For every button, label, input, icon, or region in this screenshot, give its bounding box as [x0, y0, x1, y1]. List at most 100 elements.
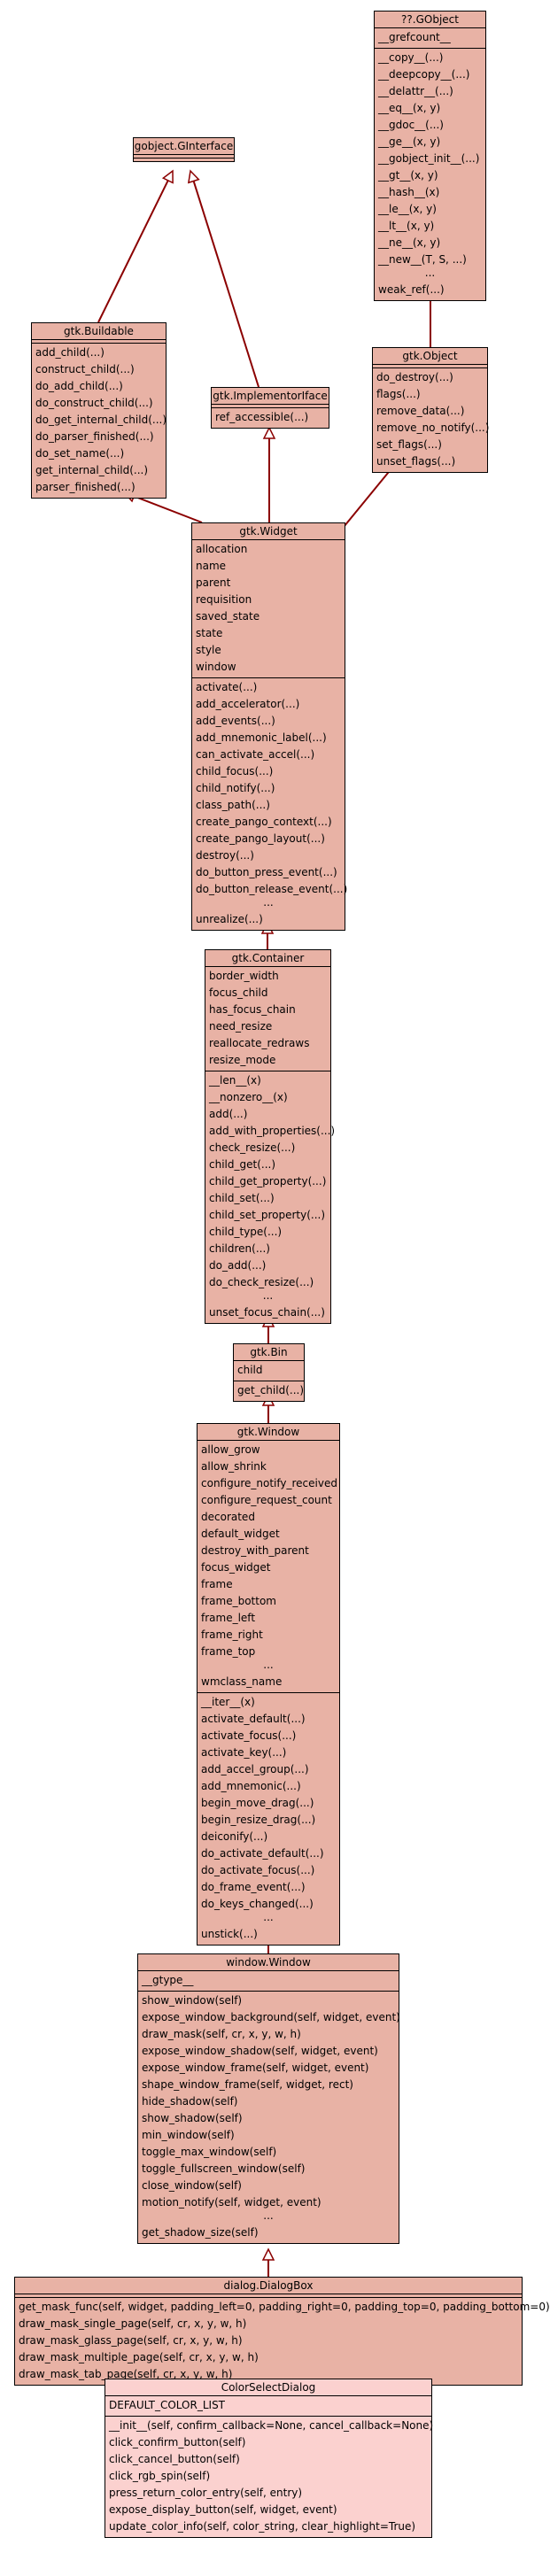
methods-section: ref_accessible(...)	[212, 408, 329, 428]
method-row: add_mnemonic_label(...)	[196, 731, 327, 744]
attribute-row: destroy_with_parent	[201, 1544, 309, 1557]
method-row: add_events(...)	[196, 715, 275, 727]
method-row: expose_window_frame(self, widget, event)	[142, 2062, 369, 2074]
method-row: __le__(x, y)	[378, 203, 437, 215]
method-row: draw_mask_multiple_page(self, cr, x, y, …	[19, 2351, 259, 2363]
method-row: add(...)	[209, 1108, 248, 1120]
methods-section: activate(...)add_accelerator(...)add_eve…	[192, 678, 347, 930]
method-row: __delattr__(...)	[378, 85, 453, 97]
attribute-row: border_width	[209, 970, 279, 982]
method-row: do_frame_event(...)	[201, 1881, 306, 1893]
method-row: __gdoc__(...)	[378, 119, 444, 131]
methods-section: show_window(self)expose_window_backgroun…	[138, 1992, 400, 2243]
method-row: unstick(...)	[201, 1928, 258, 1940]
ellipsis: ...	[424, 267, 436, 279]
class-node-gobject[interactable]: ??.GObject__grefcount____copy__(...)__de…	[374, 11, 486, 301]
method-row: child_focus(...)	[196, 765, 274, 777]
attribute-row: need_resize	[209, 1020, 273, 1033]
method-row: __gobject_init__(...)	[378, 152, 480, 165]
method-row: unset_focus_chain(...)	[209, 1306, 325, 1319]
method-row: close_window(self)	[142, 2179, 242, 2192]
class-title: gobject.GInterface	[134, 138, 234, 155]
attributes-section	[32, 340, 166, 344]
class-node-gtk-object[interactable]: gtk.Object do_destroy(...)flags(...)remov…	[372, 347, 490, 473]
ellipsis: ...	[263, 1911, 274, 1923]
attribute-row: child	[237, 1364, 263, 1376]
methods-section	[134, 159, 234, 161]
attribute-row: configure_request_count	[201, 1494, 332, 1506]
attribute-row: focus_child	[209, 986, 268, 999]
method-row: __iter__(x)	[201, 1696, 255, 1708]
attribute-row: parent	[196, 576, 231, 589]
methods-section: __copy__(...)__deepcopy__(...)__delattr_…	[375, 49, 485, 300]
method-row: do_construct_child(...)	[35, 397, 153, 409]
method-row: create_pango_layout(...)	[196, 832, 325, 845]
inheritance-arrowhead	[187, 169, 200, 184]
attribute-row: __gtype__	[142, 1974, 194, 1986]
class-title: gtk.Window	[198, 1424, 339, 1441]
attribute-row: state	[196, 627, 223, 639]
method-row: add_with_properties(...)	[209, 1125, 336, 1137]
method-row: add_child(...)	[35, 346, 105, 359]
attribute-row: frame_left	[201, 1612, 256, 1624]
ellipsis: ...	[263, 896, 274, 909]
attribute-row: saved_state	[196, 610, 260, 623]
method-row: child_type(...)	[209, 1226, 283, 1238]
method-row: expose_display_button(self, widget, even…	[109, 2503, 337, 2516]
attributes-section: child	[234, 1361, 304, 1381]
method-row: activate_focus(...)	[201, 1729, 297, 1742]
method-row: activate(...)	[196, 681, 258, 693]
method-row: get_internal_child(...)	[35, 464, 149, 476]
methods-section: __iter__(x)activate_default(...)activate…	[198, 1693, 339, 1945]
method-row: do_add_child(...)	[35, 380, 123, 392]
methods-section: get_mask_func(self, widget, padding_left…	[15, 2298, 550, 2385]
method-row: begin_move_drag(...)	[201, 1797, 314, 1809]
edge-gtk-widget-to-gtk-buildable	[133, 495, 203, 523]
method-row: draw_mask_single_page(self, cr, x, y, w,…	[19, 2317, 247, 2330]
method-row: class_path(...)	[196, 799, 270, 811]
class-title: gtk.Object	[373, 348, 487, 365]
class-title: ColorSelectDialog	[105, 2379, 431, 2396]
method-row: __nonzero__(x)	[209, 1091, 288, 1103]
class-title: dialog.DialogBox	[15, 2278, 522, 2294]
class-node-gobject-ginterface[interactable]: gobject.GInterface	[133, 137, 235, 162]
ellipsis: ...	[263, 1659, 274, 1671]
method-row: do_activate_focus(...)	[201, 1864, 315, 1876]
method-row: ref_accessible(...)	[215, 411, 309, 423]
method-row: deiconify(...)	[201, 1830, 268, 1843]
attribute-row: frame_right	[201, 1628, 263, 1641]
class-node-window-window[interactable]: window.Window__gtype__show_window(self)e…	[137, 1953, 400, 2244]
class-node-dialog-dialogbox[interactable]: dialog.DialogBox get_mask_func(self, widg…	[14, 2277, 550, 2386]
method-row: click_confirm_button(self)	[109, 2436, 246, 2448]
method-row: draw_mask_tab_page(self, cr, x, y, w, h)	[19, 2368, 233, 2380]
attributes-section	[134, 155, 234, 159]
method-row: __copy__(...)	[378, 51, 444, 64]
attribute-row: __grefcount__	[378, 31, 451, 43]
methods-section: __init__(self, confirm_callback=None, ca…	[105, 2417, 434, 2537]
method-row: child_get_property(...)	[209, 1175, 327, 1187]
method-row: set_flags(...)	[376, 438, 442, 451]
edge-gtk-widget-to-gtk-object	[339, 465, 395, 532]
class-title: gtk.Buildable	[32, 323, 166, 340]
class-title: gtk.Container	[205, 950, 330, 967]
method-row: get_child(...)	[237, 1384, 304, 1396]
method-row: begin_resize_drag(...)	[201, 1814, 316, 1826]
methods-section: do_destroy(...)flags(...)remove_data(...…	[373, 368, 490, 472]
method-row: do_get_internal_child(...)	[35, 414, 167, 426]
method-row: get_mask_func(self, widget, padding_left…	[19, 2301, 550, 2313]
method-row: parser_finished(...)	[35, 481, 136, 493]
method-row: __init__(self, confirm_callback=None, ca…	[109, 2419, 434, 2432]
attributes-section	[212, 405, 329, 408]
method-row: remove_no_notify(...)	[376, 422, 490, 434]
attribute-row: frame_bottom	[201, 1595, 276, 1607]
method-row: do_set_name(...)	[35, 447, 125, 460]
class-title: gtk.Widget	[192, 523, 345, 540]
